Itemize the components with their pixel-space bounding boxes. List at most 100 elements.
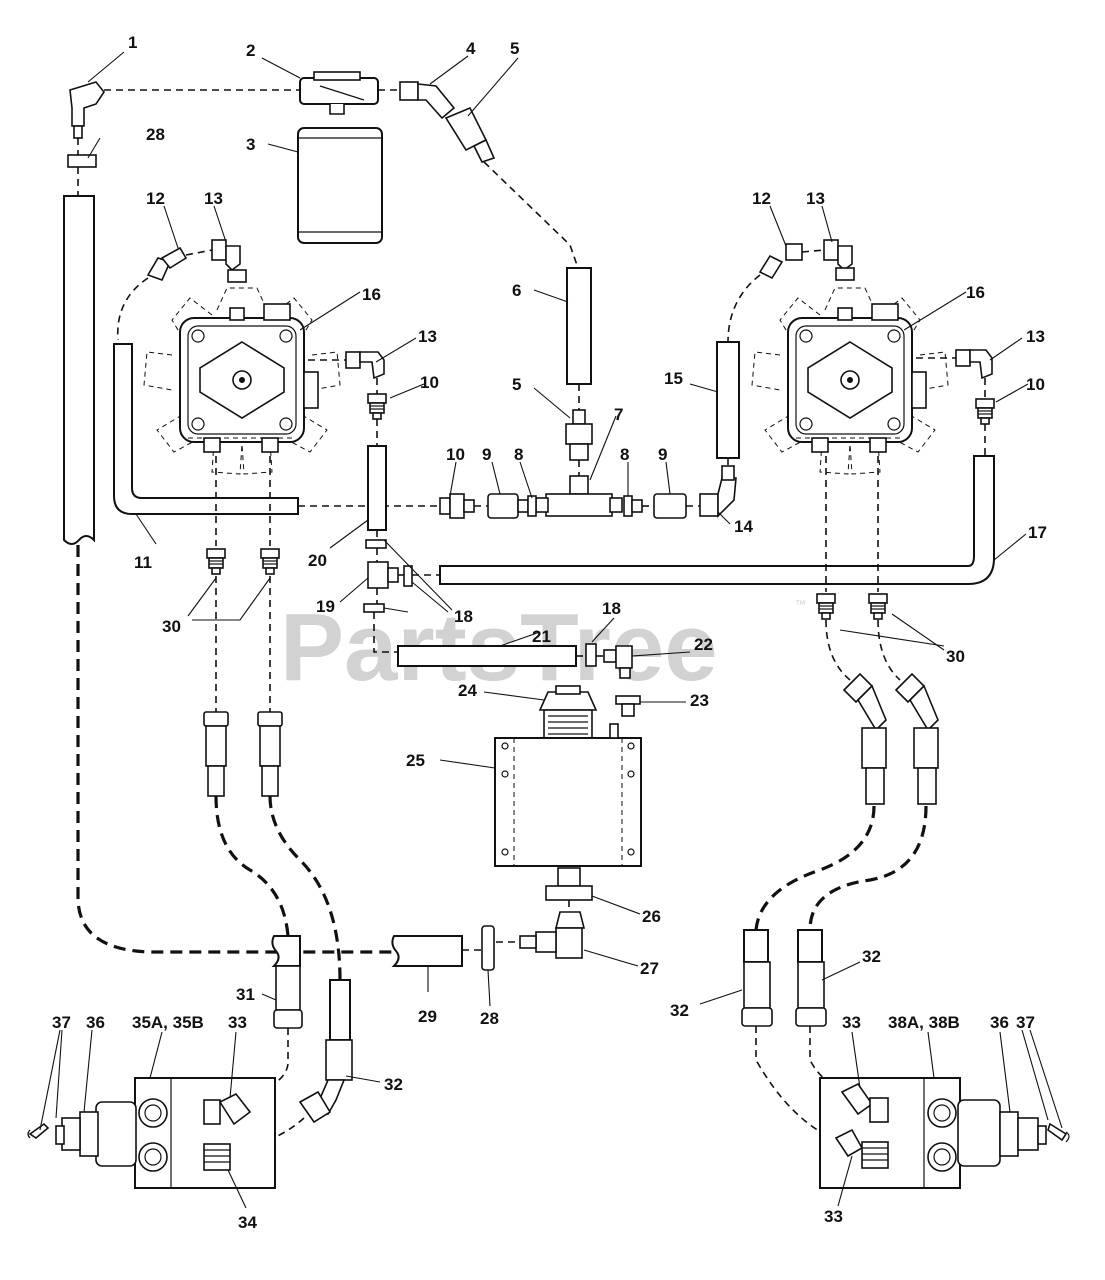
fitting-10-left — [367, 393, 387, 420]
callout-18-mid: 18 — [454, 607, 473, 626]
callout-22: 22 — [694, 635, 713, 654]
fitting-10-mid — [439, 493, 475, 519]
hose-20 — [367, 445, 387, 531]
motor-shaft-36-left — [55, 1101, 137, 1167]
callout-24: 24 — [458, 681, 477, 700]
reservoir-tank-25 — [494, 723, 642, 867]
cotter-pin-37-left — [27, 1122, 50, 1139]
callout-25: 25 — [406, 751, 425, 770]
hose-32-left-crimp — [325, 1039, 353, 1081]
hose-32-right-b-crimp — [797, 961, 825, 1009]
hose-32-right-b-nut — [795, 1007, 827, 1027]
clamp-28-bottom — [481, 925, 495, 971]
callout-4: 4 — [466, 39, 476, 58]
callout-30-right: 30 — [946, 647, 965, 666]
line-30-hose-right-a — [825, 619, 851, 681]
hose-31-nut — [273, 1009, 303, 1029]
hose-32-right-a-crimp — [743, 961, 771, 1009]
line-12-13-right — [801, 249, 825, 253]
hose-end-right-a — [842, 672, 887, 805]
elbow-13-right-side — [955, 349, 993, 380]
hydro-pump-16-right — [751, 287, 949, 475]
callout-12-right: 12 — [752, 189, 771, 208]
hose-end-left-a — [203, 711, 229, 797]
callout-2: 2 — [246, 41, 255, 60]
elbow-fitting-27 — [519, 911, 586, 959]
hose-line-right-a — [754, 805, 876, 931]
callout-13-right-top: 13 — [806, 189, 825, 208]
callout-18-right: 18 — [602, 599, 621, 618]
callout-9-right: 9 — [658, 445, 667, 464]
callout-7: 7 — [614, 405, 623, 424]
callout-15: 15 — [664, 369, 683, 388]
sleeve-8-left — [517, 495, 537, 517]
callout-14: 14 — [734, 517, 753, 536]
line-30-hose-right-b — [877, 619, 901, 681]
nut-9-right — [653, 493, 687, 519]
hose-end-left-b — [257, 711, 283, 797]
line-5-to-6 — [483, 161, 579, 269]
reservoir-cap-24 — [538, 685, 598, 741]
elbow-fitting-14 — [699, 465, 737, 518]
callout-35: 35A, 35B — [132, 1013, 204, 1032]
elbow-13-left-top — [211, 239, 247, 283]
callout-23: 23 — [690, 691, 709, 710]
fitting-33-right-bottom — [834, 1128, 889, 1169]
hose-line-right-b — [808, 805, 928, 931]
hose-32-right-b-top — [797, 929, 823, 963]
hose-line-left-b — [268, 795, 342, 981]
hose-32-right-a-nut — [741, 1007, 773, 1027]
callout-9-left: 9 — [482, 445, 491, 464]
tee-fitting-7 — [535, 475, 623, 517]
fitting-12-right — [758, 243, 803, 280]
hose-15 — [716, 341, 740, 459]
elbow-13-left-side — [345, 351, 385, 380]
callout-37-right: 37 — [1016, 1013, 1035, 1032]
line-12-to-15 — [727, 274, 761, 343]
callout-32-right-a: 32 — [670, 1001, 689, 1020]
fitting-30-left-a — [206, 548, 226, 575]
callout-29: 29 — [418, 1007, 437, 1026]
callout-38: 38A, 38B — [888, 1013, 960, 1032]
callout-3: 3 — [246, 135, 255, 154]
elbow-fitting-1 — [69, 81, 105, 139]
elbow-fitting-22 — [603, 645, 633, 679]
clamp-18-21 — [585, 643, 597, 667]
hydro-pump-16-left — [143, 287, 341, 475]
line-12-to-11 — [116, 277, 149, 341]
outlet-fitting-26 — [545, 867, 593, 901]
callout-30-left: 30 — [162, 617, 181, 636]
hose-line-left-a — [214, 795, 290, 937]
callout-8-right: 8 — [620, 445, 629, 464]
callout-13-left-top: 13 — [204, 189, 223, 208]
line-31-33 — [261, 1028, 289, 1091]
hose-29 — [391, 935, 463, 967]
callout-12-left: 12 — [146, 189, 165, 208]
elbow-fitting-4 — [399, 81, 456, 120]
callout-10-mid: 10 — [446, 445, 465, 464]
callout-6: 6 — [512, 281, 521, 300]
callout-28-bottom: 28 — [480, 1009, 499, 1028]
callout-33-right-top: 33 — [842, 1013, 861, 1032]
hose-31-top — [271, 935, 301, 967]
clamp-18-side — [403, 565, 413, 587]
callout-13-right-side: 13 — [1026, 327, 1045, 346]
callout-26: 26 — [642, 907, 661, 926]
return-line-left — [76, 545, 395, 954]
hose-21 — [397, 645, 577, 667]
fitting-30-right-a — [816, 593, 836, 620]
cap-23 — [615, 695, 641, 717]
clamp-18-top — [365, 539, 387, 549]
cotter-pin-37-right — [1047, 1122, 1070, 1143]
elbow-13-right-top — [823, 239, 855, 281]
line-18-21 — [373, 612, 398, 653]
fitting-33-right-top — [840, 1082, 889, 1123]
hose-32-left-nut — [298, 1090, 332, 1124]
callout-16-left: 16 — [362, 285, 381, 304]
callout-27: 27 — [640, 959, 659, 978]
oil-filter-3 — [297, 127, 383, 244]
fitting-34-left — [203, 1143, 231, 1171]
fitting-12-left — [146, 246, 188, 282]
callout-16-right: 16 — [966, 283, 985, 302]
